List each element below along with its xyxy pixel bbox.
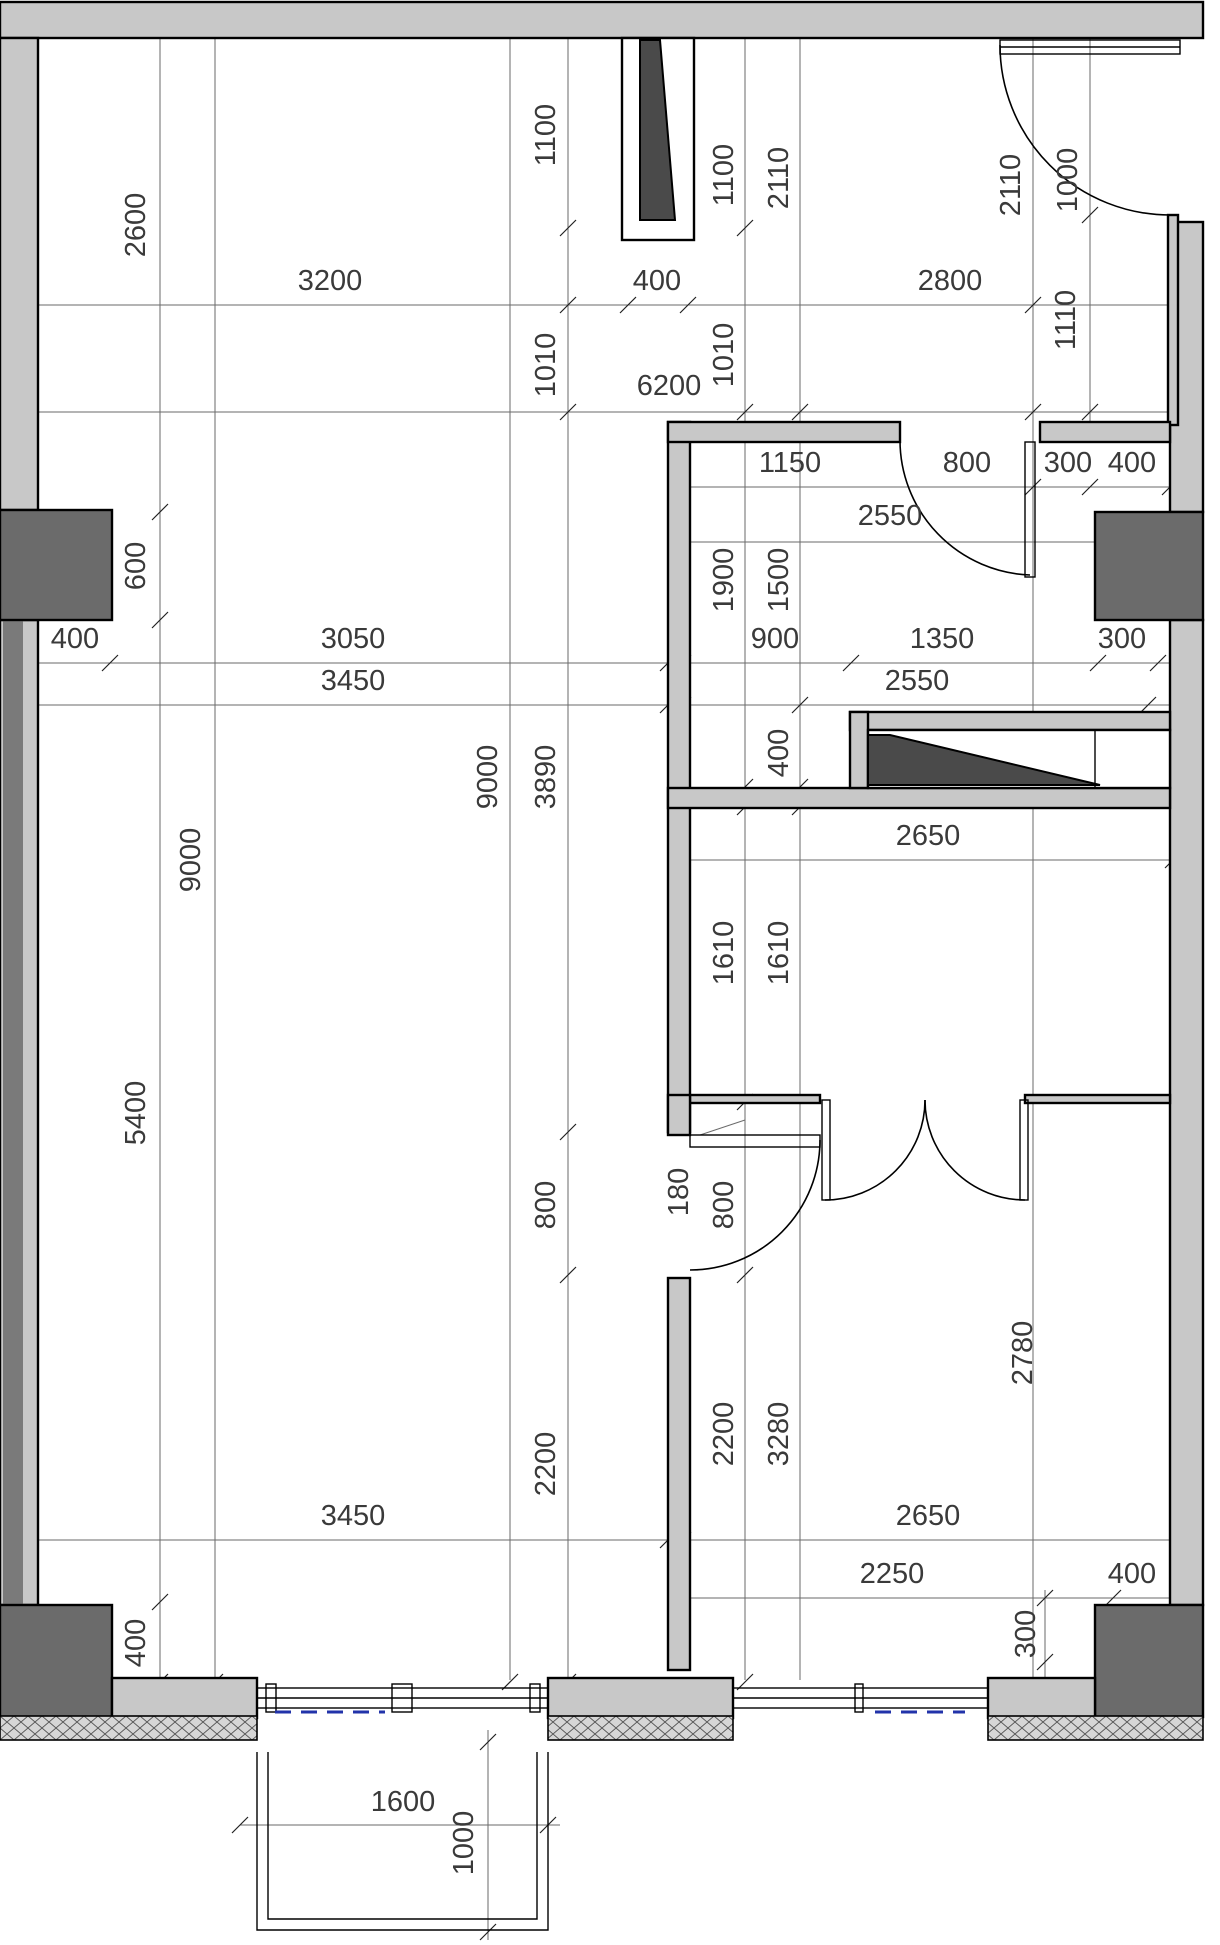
dim-label: 400 (1108, 447, 1156, 479)
dim-label: 400 (763, 729, 795, 777)
dim-label: 6200 (637, 370, 702, 402)
dim-label: 800 (530, 1181, 562, 1229)
dim-label: 3890 (530, 745, 562, 810)
dim-label: 3280 (763, 1402, 795, 1467)
dim-label: 2200 (708, 1402, 740, 1467)
dim-label: 2650 (896, 1500, 961, 1532)
dim-label: 3200 (298, 265, 363, 297)
facade (0, 1676, 1204, 1931)
dim-label: 400 (633, 265, 681, 297)
dim-label: 2550 (885, 665, 950, 697)
dim-label: 400 (1108, 1558, 1156, 1590)
dim-label: 3450 (321, 665, 386, 697)
dim-label: 3450 (321, 1500, 386, 1532)
dim-label: 5400 (120, 1081, 152, 1146)
dim-label: 1610 (708, 921, 740, 986)
dim-label: 1100 (708, 144, 740, 206)
dim-label: 800 (943, 447, 991, 479)
dim-label: 400 (51, 623, 99, 655)
dim-label: 900 (751, 623, 799, 655)
dim-label: 1100 (530, 104, 562, 166)
dim-label: 300 (1044, 447, 1092, 479)
dim-label: 2110 (995, 154, 1027, 216)
walls (0, 0, 1205, 1672)
dim-label: 300 (1010, 1610, 1042, 1658)
dim-label: 1500 (763, 548, 795, 613)
dim-label: 1600 (371, 1786, 436, 1818)
dim-label: 1000 (1052, 148, 1084, 213)
dim-label: 3050 (321, 623, 386, 655)
dim-label: 1150 (759, 447, 821, 479)
dimension-labels: 1100 1100 2110 2110 1000 2600 3200 400 2… (51, 104, 1156, 1875)
dim-label: 9000 (472, 745, 504, 810)
dim-label: 400 (120, 1619, 152, 1667)
dim-label: 9000 (175, 828, 207, 893)
dim-label: 600 (120, 542, 152, 590)
dim-label: 2550 (858, 500, 923, 532)
dim-label: 2110 (763, 147, 795, 209)
doors (689, 39, 1181, 1271)
dim-label: 2800 (918, 265, 983, 297)
dim-label: 1610 (763, 921, 795, 986)
dim-label: 2780 (1007, 1321, 1039, 1386)
dim-label: 1900 (708, 548, 740, 613)
columns (0, 508, 1205, 1719)
dim-label: 2650 (896, 820, 961, 852)
dim-label: 2200 (530, 1432, 562, 1497)
dim-label: 1000 (448, 1811, 480, 1876)
dim-label: 1110 (1050, 290, 1082, 350)
dim-label: 180 (663, 1168, 695, 1216)
dim-label: 1010 (530, 333, 562, 398)
dim-label: 300 (1098, 623, 1146, 655)
dim-label: 800 (708, 1181, 740, 1229)
dim-label: 2250 (860, 1558, 925, 1590)
dim-label: 1010 (708, 323, 740, 388)
dim-label: 1350 (910, 623, 975, 655)
dim-label: 2600 (120, 193, 152, 258)
